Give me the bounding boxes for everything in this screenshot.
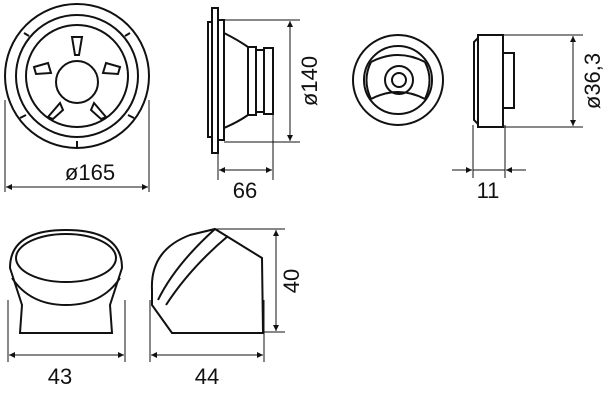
- label-tweeter-diameter: ø36,3: [580, 53, 605, 109]
- tweeter-housing-front-view: [8, 228, 124, 334]
- dimension-woofer-depth: 66: [217, 115, 274, 203]
- label-woofer-cutout: ø140: [297, 56, 322, 106]
- tweeter-front-view: [352, 34, 444, 126]
- dimension-housing-width-front: 43: [7, 300, 126, 389]
- dimension-tweeter-depth: 11: [452, 125, 526, 203]
- tweeter-side-view: [473, 34, 515, 128]
- woofer-side-view: [207, 7, 274, 154]
- dimension-woofer-cutout: ø140: [224, 19, 322, 143]
- dimension-housing-height: 40: [215, 228, 304, 333]
- label-housing-width-front: 43: [48, 364, 72, 389]
- woofer-front-view: [4, 3, 150, 149]
- dimension-woofer-diameter: ø165: [4, 100, 150, 192]
- label-housing-width-side: 44: [195, 364, 219, 389]
- label-housing-height: 40: [279, 269, 304, 293]
- label-tweeter-depth: 11: [477, 178, 500, 203]
- tweeter-housing-side-view: [150, 227, 265, 334]
- label-woofer-diameter: ø165: [65, 160, 115, 185]
- label-woofer-depth: 66: [233, 178, 257, 203]
- dimension-housing-width-side: 44: [149, 300, 265, 389]
- dimension-tweeter-diameter: ø36,3: [503, 34, 605, 128]
